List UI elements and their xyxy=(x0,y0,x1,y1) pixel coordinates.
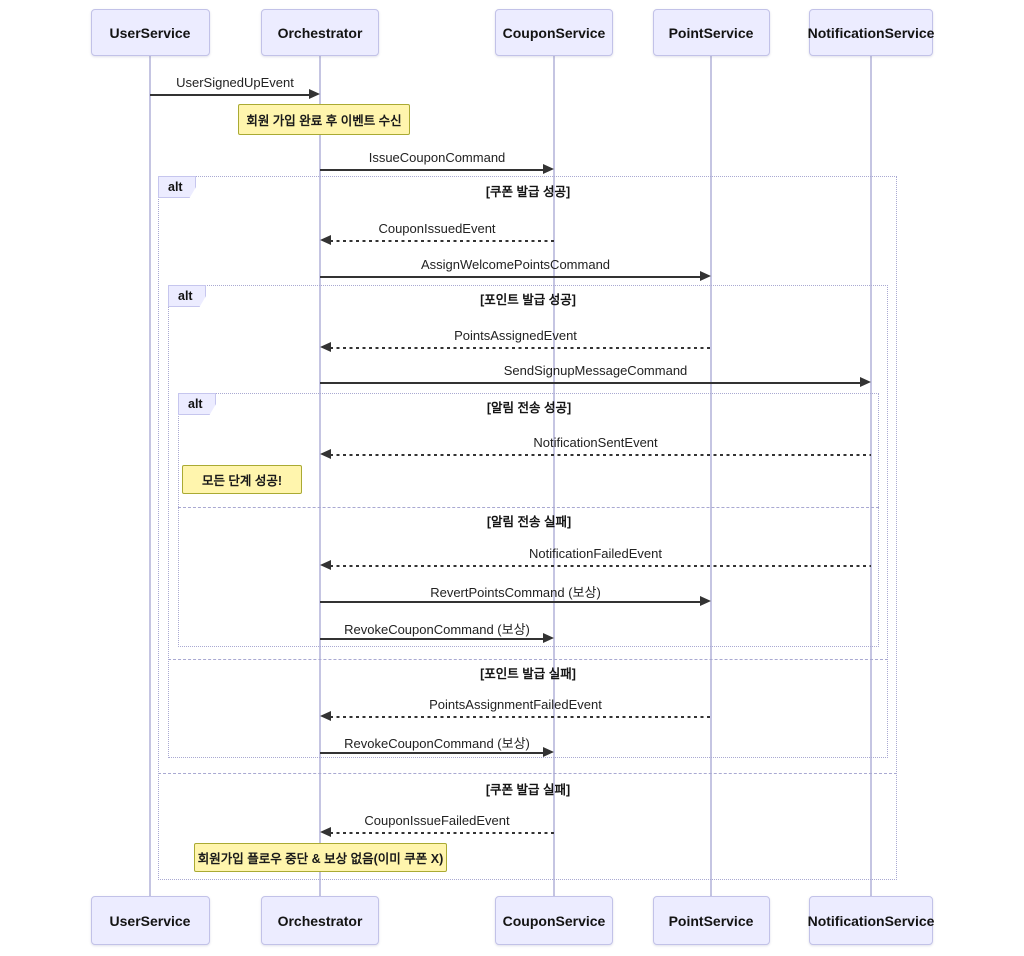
note: 회원 가입 완료 후 이벤트 수신 xyxy=(238,104,410,135)
message-arrowhead xyxy=(320,560,331,570)
message-label: CouponIssueFailedEvent xyxy=(364,813,510,828)
message-label: RevokeCouponCommand (보상) xyxy=(344,736,530,751)
alt-frame xyxy=(158,176,897,880)
message-label: AssignWelcomePointsCommand xyxy=(420,257,611,272)
participant-bottom-coupon-service: CouponService xyxy=(495,896,613,945)
message-label: PointsAssignmentFailedEvent xyxy=(429,697,602,712)
message-line xyxy=(330,347,711,349)
message-line xyxy=(330,832,554,834)
alt-condition-label: [포인트 발급 실패] xyxy=(480,667,576,681)
lifeline-orchestrator xyxy=(319,56,321,897)
message-arrowhead xyxy=(700,596,711,606)
message-arrowhead xyxy=(309,89,320,99)
alt-frame-label: alt xyxy=(178,393,216,415)
message-label: UserSignedUpEvent xyxy=(176,75,294,90)
message-line xyxy=(320,169,544,171)
alt-frame-label: alt xyxy=(168,285,206,307)
participant-label: NotificationService xyxy=(807,912,935,929)
participant-top-point-service: PointService xyxy=(652,9,770,56)
message-line xyxy=(320,276,701,278)
alt-section-divider xyxy=(168,659,888,660)
alt-frame-label: alt xyxy=(158,176,196,198)
message-line xyxy=(330,716,711,718)
message-label: NotificationFailedEvent xyxy=(529,546,662,561)
lifeline-notification-service xyxy=(870,56,872,897)
message-label: NotificationSentEvent xyxy=(533,435,658,450)
message-line xyxy=(150,94,310,96)
participant-label: Orchestrator xyxy=(277,912,363,929)
message-arrowhead xyxy=(700,271,711,281)
participant-label: UserService xyxy=(109,24,191,41)
participant-label: PointService xyxy=(668,912,754,929)
alt-condition-label: [알림 전송 성공] xyxy=(486,401,572,415)
participant-label: NotificationService xyxy=(807,24,935,41)
participant-top-user-service: UserService xyxy=(90,9,210,56)
participant-label: PointService xyxy=(668,24,754,41)
message-label: IssueCouponCommand xyxy=(368,150,506,165)
alt-frame xyxy=(168,285,888,758)
message-label: PointsAssignedEvent xyxy=(454,328,577,343)
participant-top-notification-service: NotificationService xyxy=(807,9,935,56)
lifeline-user-service xyxy=(149,56,151,897)
alt-condition-label: [쿠폰 발급 성공] xyxy=(485,185,571,199)
alt-condition-label: [알림 전송 실패] xyxy=(486,515,572,529)
message-line xyxy=(330,454,871,456)
note: 모든 단계 성공! xyxy=(182,465,302,494)
alt-frame xyxy=(178,393,879,647)
participant-bottom-point-service: PointService xyxy=(652,896,770,945)
message-label: SendSignupMessageCommand xyxy=(503,363,688,378)
message-line xyxy=(330,240,554,242)
message-line xyxy=(320,638,544,640)
message-arrowhead xyxy=(543,747,554,757)
alt-section-divider xyxy=(158,773,897,774)
message-arrowhead xyxy=(320,449,331,459)
participant-label: CouponService xyxy=(502,912,606,929)
message-line xyxy=(320,752,544,754)
participant-label: Orchestrator xyxy=(277,24,363,41)
message-line xyxy=(330,565,871,567)
alt-condition-label: [쿠폰 발급 실패] xyxy=(485,783,571,797)
lifeline-coupon-service xyxy=(553,56,555,897)
message-arrowhead xyxy=(543,633,554,643)
note: 회원가입 플로우 중단 & 보상 없음(이미 쿠폰 X) xyxy=(194,843,447,872)
message-arrowhead xyxy=(860,377,871,387)
participant-label: UserService xyxy=(109,912,191,929)
message-label: RevokeCouponCommand (보상) xyxy=(344,622,530,637)
participant-top-coupon-service: CouponService xyxy=(495,9,613,56)
message-arrowhead xyxy=(543,164,554,174)
participant-bottom-notification-service: NotificationService xyxy=(807,896,935,945)
alt-condition-label: [포인트 발급 성공] xyxy=(480,293,576,307)
message-arrowhead xyxy=(320,711,331,721)
message-line xyxy=(320,382,861,384)
message-arrowhead xyxy=(320,342,331,352)
lifeline-point-service xyxy=(710,56,712,897)
message-arrowhead xyxy=(320,827,331,837)
message-line xyxy=(320,601,701,603)
message-label: CouponIssuedEvent xyxy=(378,221,496,236)
message-arrowhead xyxy=(320,235,331,245)
participant-label: CouponService xyxy=(502,24,606,41)
alt-section-divider xyxy=(178,507,879,508)
message-label: RevertPointsCommand (보상) xyxy=(430,585,601,600)
participant-top-orchestrator: Orchestrator xyxy=(261,9,379,56)
participant-bottom-orchestrator: Orchestrator xyxy=(261,896,379,945)
participant-bottom-user-service: UserService xyxy=(90,896,210,945)
